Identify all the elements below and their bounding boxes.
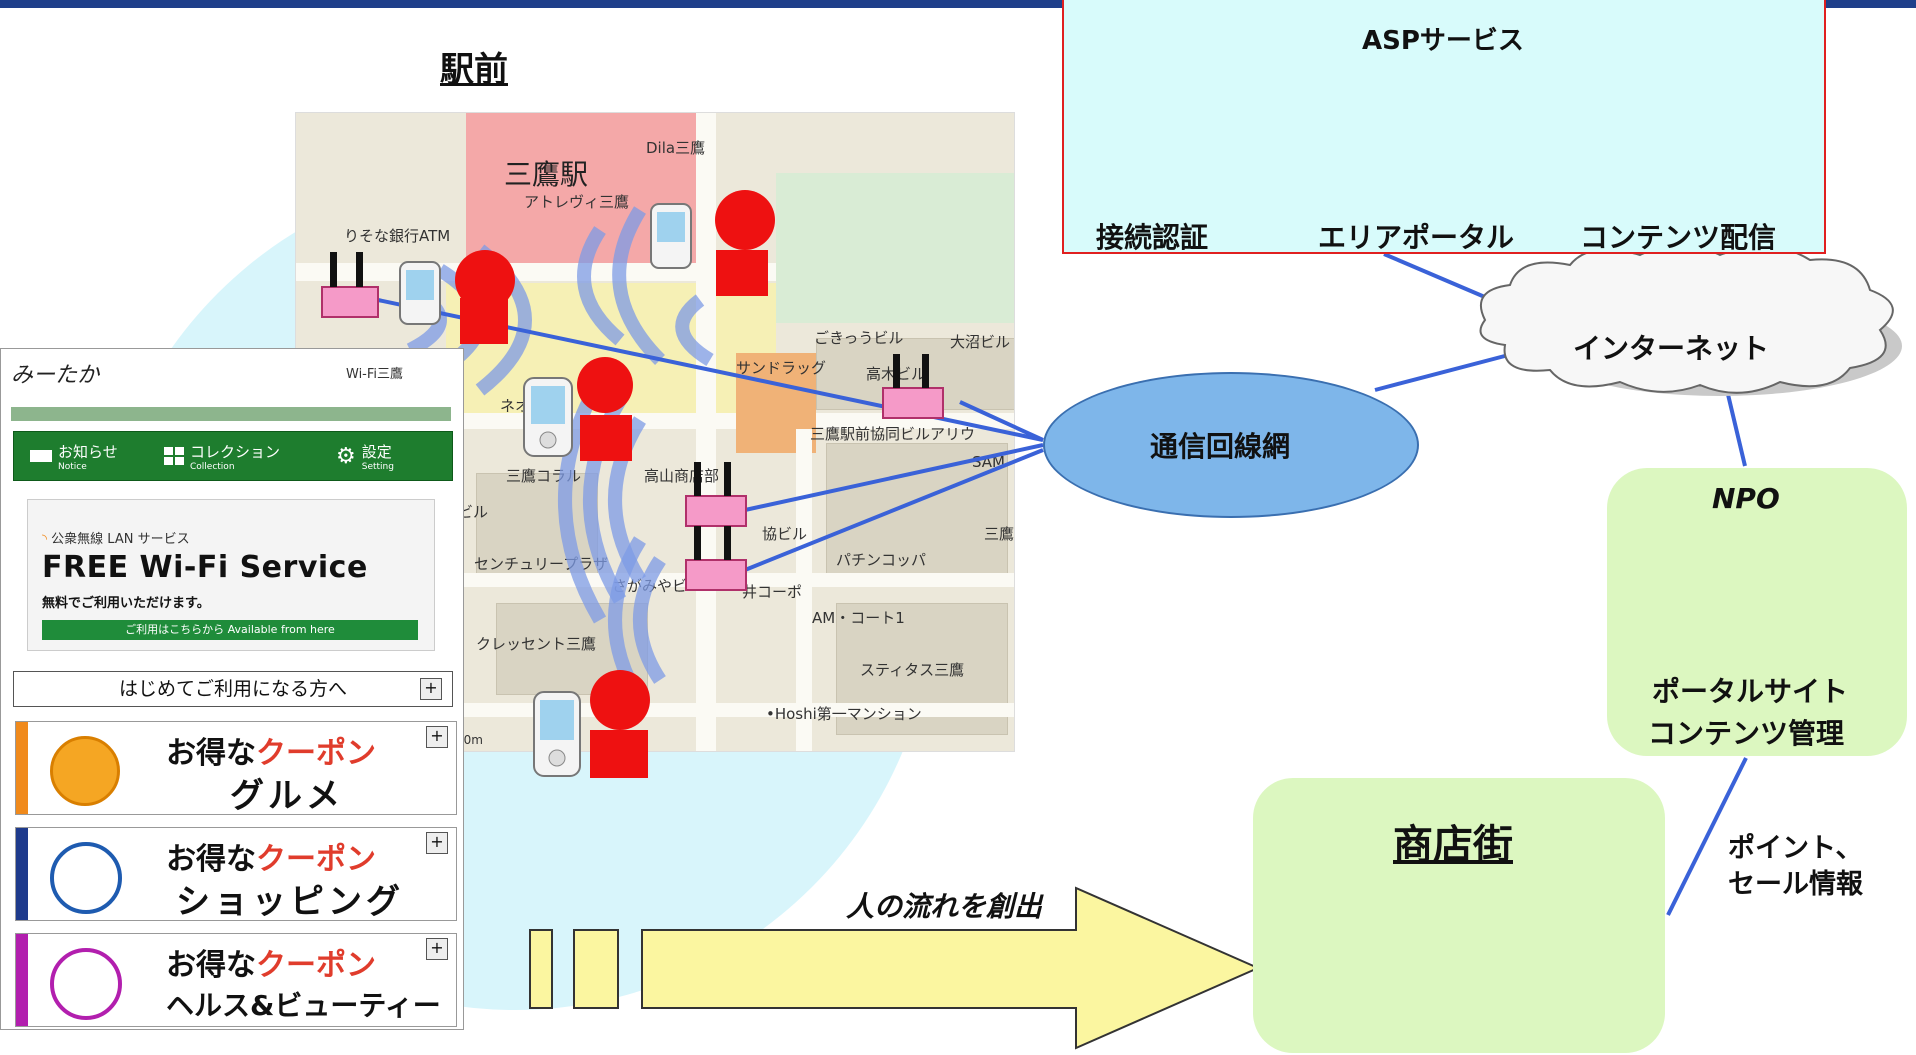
- gear-icon: ⚙: [336, 443, 356, 469]
- shopping-street-label: 商店街: [1393, 822, 1513, 868]
- server-label-content: コンテンツ配信: [1580, 221, 1777, 254]
- coupon-shopping[interactable]: お得なクーポン ショッピング +: [15, 827, 457, 922]
- expand-icon[interactable]: +: [426, 726, 448, 748]
- coupon-title: お得なクーポン: [166, 842, 376, 877]
- server-label-auth: 接続認証: [1096, 221, 1209, 254]
- nav-setting-sub: Setting: [361, 461, 394, 472]
- map-label-drug: サンドラッグ: [736, 359, 827, 377]
- first-time-label: はじめてご利用になる方へ: [118, 678, 347, 700]
- nav-notice-label: お知らせ: [58, 442, 118, 461]
- coupon-title: お得なクーポン: [166, 948, 376, 983]
- phone-icon: [523, 377, 573, 457]
- fork-knife-icon: [50, 736, 120, 806]
- map-label-building1: ごきっうビル: [814, 329, 904, 347]
- map-label-neo: ネオ: [500, 397, 531, 415]
- coupon-category: グルメ: [230, 776, 344, 816]
- map-label-bldg: ビル: [458, 503, 489, 521]
- free-wifi-note: 無料でご利用いただけます。: [42, 596, 210, 611]
- person-icon: [590, 670, 650, 778]
- npo-portal-label: ポータルサイト: [1652, 675, 1849, 708]
- coupon-category: ショッピング: [176, 882, 404, 922]
- asp-service-box: [1062, 0, 1826, 254]
- map-label-oohoshi: 大沼ビル: [950, 333, 1011, 351]
- map-label-atre: アトレヴィ三鷹: [524, 193, 630, 211]
- wifi-use-button[interactable]: ご利用はこちらから Available from here: [42, 620, 418, 640]
- grid-icon: [164, 447, 184, 465]
- shopping-cart-icon: [50, 842, 122, 914]
- points-label-line1: ポイント、: [1728, 833, 1863, 864]
- coupon-title: お得なクーポン: [166, 736, 376, 771]
- map-label-bank: りそな銀行ATM: [344, 227, 451, 245]
- coupon-gourmet[interactable]: お得なクーポン グルメ +: [15, 721, 457, 816]
- expand-icon[interactable]: +: [420, 678, 442, 700]
- map-label-hoshi: •Hoshi第一マンション: [766, 705, 922, 723]
- network-ellipse: [1043, 372, 1419, 518]
- network-label: 通信回線網: [1150, 430, 1291, 463]
- coupon-accent-bar: [16, 934, 28, 1026]
- phone-icon: [533, 691, 581, 777]
- map-label-amcourt: AM・コート1: [812, 609, 905, 627]
- map-label-pachinko: パチンコッパ: [836, 551, 927, 569]
- map-label-kyodo: 三鷹駅前協同ビルアリウ: [810, 425, 976, 443]
- map-label-crescent: クレッセント三鷹: [476, 635, 597, 653]
- map-label-dila: Dila三鷹: [646, 139, 706, 157]
- map-label-station: 三鷹駅: [504, 158, 589, 191]
- first-time-guide[interactable]: はじめてご利用になる方へ +: [13, 671, 453, 707]
- nav-collection-sub: Collection: [190, 461, 235, 472]
- wifi-service-caption: ◝ 公衆無線 LAN サービス: [42, 532, 190, 547]
- internet-label: インターネット: [1573, 332, 1770, 365]
- npo-label: NPO: [1712, 482, 1780, 515]
- flow-label: 人の流れを創出: [846, 890, 1043, 923]
- flow-arrow: [529, 886, 1261, 1050]
- coupon-accent-bar: [16, 722, 28, 814]
- wifi-icon: ◝: [42, 532, 52, 547]
- portal-wifi-title: Wi-Fi三鷹: [346, 367, 404, 382]
- expand-icon[interactable]: +: [426, 938, 448, 960]
- top-bar: [0, 0, 1916, 8]
- nav-collection-label: コレクション: [190, 442, 281, 461]
- coupon-health-beauty[interactable]: お得なクーポン ヘルス&ビューティー +: [15, 933, 457, 1027]
- notice-icon: [30, 450, 52, 462]
- map-label-mitaka: 三鷹: [984, 525, 1015, 543]
- person-icon: [577, 357, 633, 461]
- portal-header: [1, 349, 463, 407]
- person-icon: [715, 190, 775, 296]
- coupon-category: ヘルス&ビューティー: [166, 989, 441, 1022]
- access-point: [685, 526, 747, 591]
- internet-cloud-icon: [1479, 244, 1902, 396]
- nav-notice-sub: Notice: [58, 461, 87, 472]
- access-point: [685, 462, 747, 527]
- points-label-line2: セール情報: [1728, 869, 1863, 900]
- map-label-corpo: 井コーポ: [742, 583, 803, 601]
- server-label-area-portal: エリアポータル: [1318, 221, 1515, 254]
- nav-setting-label: 設定: [361, 442, 392, 461]
- expand-icon[interactable]: +: [426, 832, 448, 854]
- access-point: [882, 354, 944, 419]
- npo-box: [1607, 468, 1907, 756]
- shopping-street-box: [1253, 778, 1665, 1053]
- station-title: 駅前: [440, 50, 508, 90]
- portal-logo: みーたか: [11, 363, 100, 388]
- free-wifi-banner[interactable]: ◝ 公衆無線 LAN サービス FREE Wi-Fi Service 無料でご利…: [27, 499, 435, 651]
- coupon-accent-bar: [16, 828, 28, 920]
- phone-icon: [399, 261, 441, 325]
- npo-content-label: コンテンツ管理: [1648, 717, 1845, 750]
- map-label-kyo: 協ビル: [762, 525, 808, 543]
- access-point: [321, 252, 379, 318]
- free-wifi-heading: FREE Wi-Fi Service: [42, 550, 368, 585]
- person-icon: [455, 250, 515, 344]
- running-person-icon: [50, 948, 122, 1020]
- asp-title: ASPサービス: [1362, 26, 1524, 56]
- map-label-stitas: スティタス三鷹: [860, 661, 965, 679]
- phone-icon: [650, 203, 692, 269]
- portal-divider: [11, 407, 451, 421]
